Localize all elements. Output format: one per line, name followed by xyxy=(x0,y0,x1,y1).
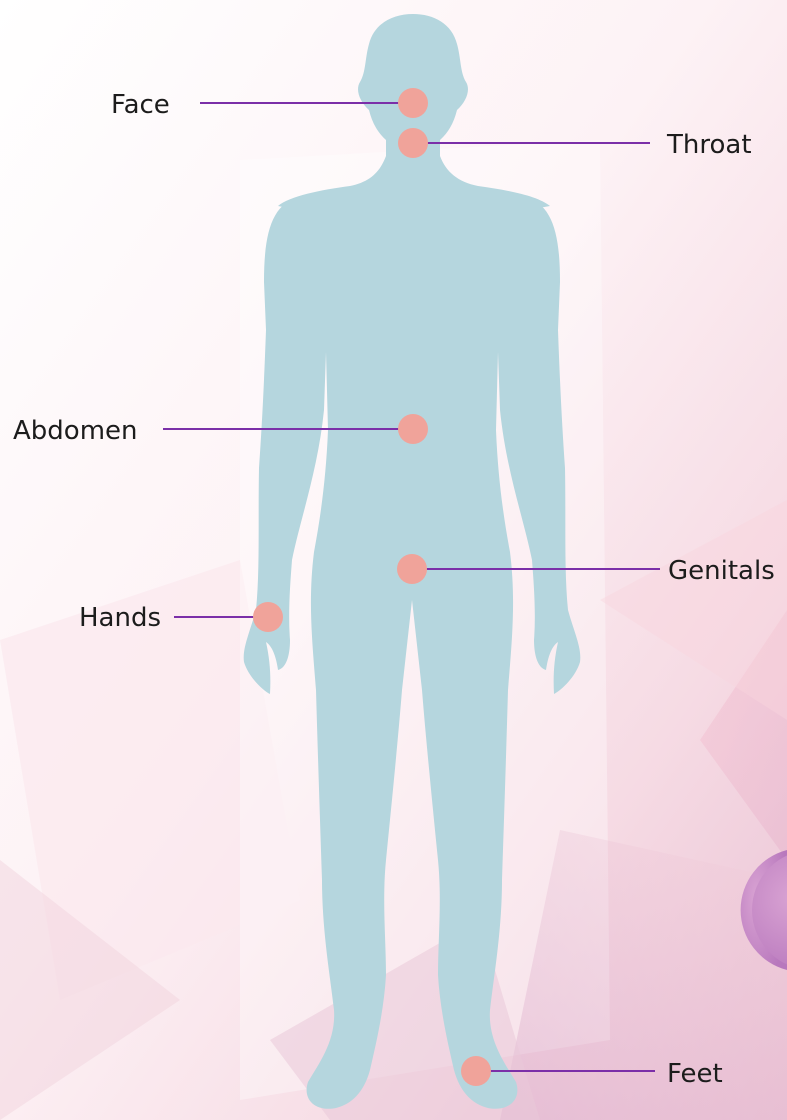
abdomen-marker xyxy=(398,414,428,444)
genitals-label: Genitals xyxy=(668,556,775,586)
genitals-marker xyxy=(397,554,427,584)
throat-label: Throat xyxy=(666,130,752,160)
abdomen-label: Abdomen xyxy=(13,416,138,446)
hands-label: Hands xyxy=(79,603,161,633)
face-marker xyxy=(398,88,428,118)
feet-label: Feet xyxy=(667,1059,723,1089)
face-label: Face xyxy=(111,90,170,120)
hands-marker xyxy=(253,602,283,632)
throat-marker xyxy=(398,128,428,158)
feet-marker xyxy=(461,1056,491,1086)
